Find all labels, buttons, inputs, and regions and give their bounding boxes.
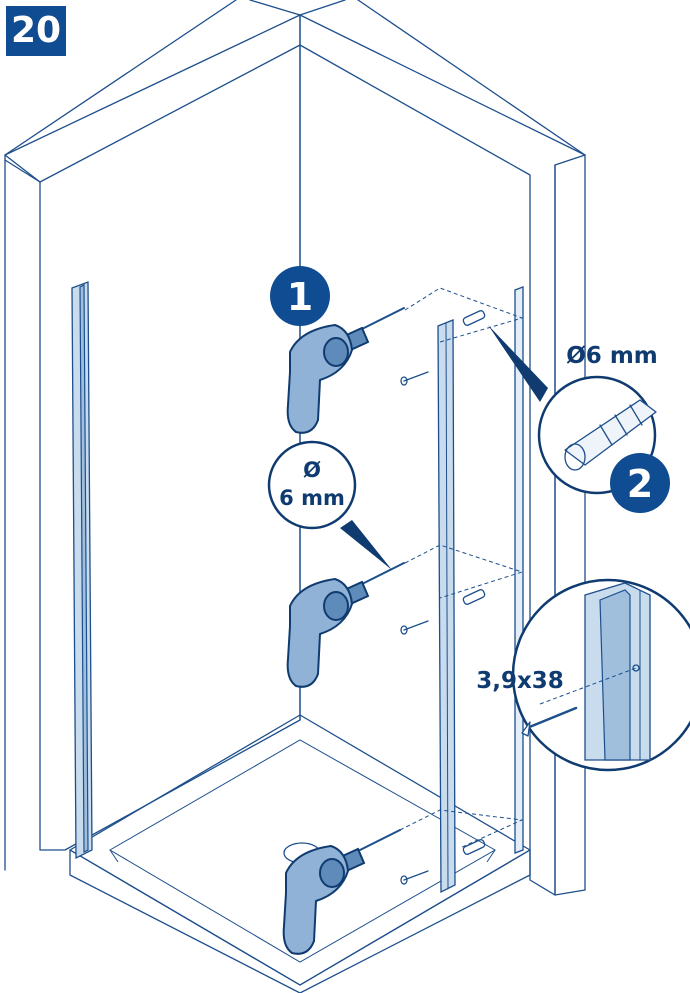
- drill-diameter-value: 6 mm: [279, 486, 345, 510]
- wall-plug-detail: [564, 399, 657, 471]
- wall-plug-middle: [462, 589, 486, 605]
- screw-detail-callout: 3,9x38: [476, 578, 690, 772]
- step-one-badge: 1: [270, 266, 330, 326]
- profile-detail: [539, 582, 651, 761]
- drill-middle: [286, 562, 405, 688]
- drill-diameter-callout: Ø 6 mm: [267, 440, 392, 570]
- detail-screw: [521, 706, 578, 737]
- wall-plugs: [462, 310, 486, 855]
- screw-top: [400, 371, 429, 386]
- screw-bottom: [400, 870, 429, 885]
- alignment-lines: [399, 287, 524, 849]
- drill-diameter-symbol: Ø: [303, 458, 321, 482]
- anchor-diameter-label: Ø6 mm: [566, 343, 658, 369]
- drill-bottom: [282, 829, 401, 955]
- wall-plug-top: [462, 310, 486, 326]
- drill-top: [286, 307, 405, 434]
- right-wall-profile: [437, 319, 456, 894]
- screw-middle: [400, 620, 429, 635]
- step-two-label: 2: [627, 462, 653, 506]
- screws: [400, 371, 429, 885]
- wall-plug-bottom: [462, 839, 486, 855]
- step-two-badge: 2: [610, 453, 670, 513]
- step-number-badge: 20: [6, 6, 66, 56]
- left-wall-profile: [71, 281, 93, 860]
- step-one-label: 1: [287, 275, 313, 319]
- screw-size-label: 3,9x38: [476, 668, 564, 694]
